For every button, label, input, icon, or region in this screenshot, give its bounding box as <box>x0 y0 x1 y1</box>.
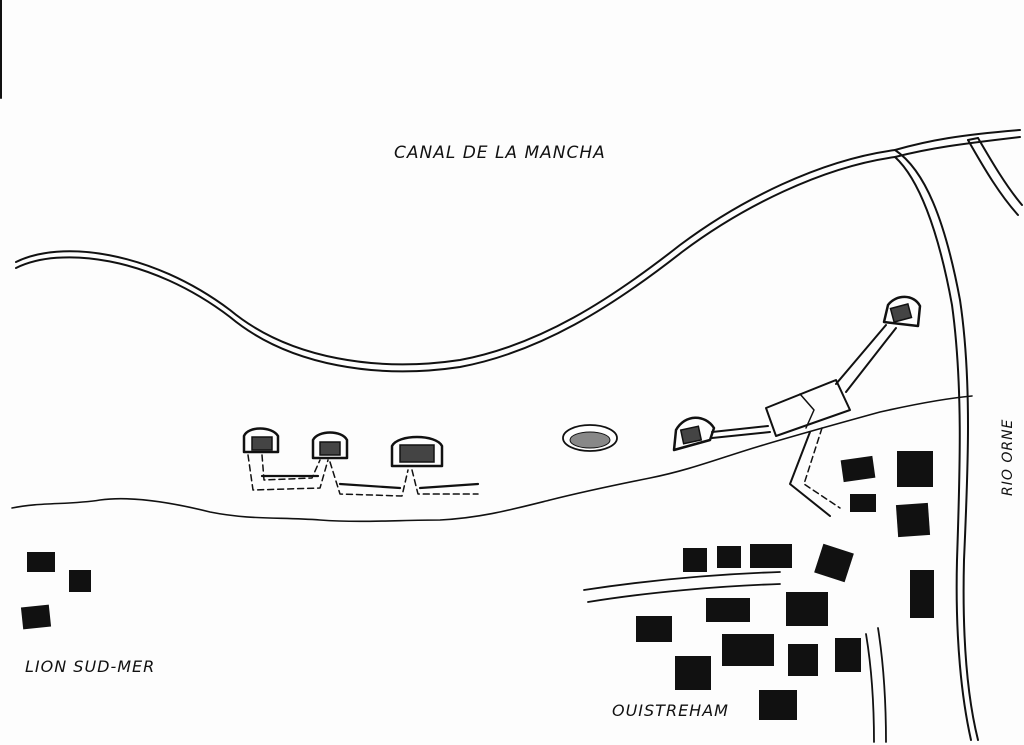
bunker-1 <box>242 427 280 454</box>
building <box>850 494 876 512</box>
command-post <box>765 379 851 437</box>
building <box>69 570 91 592</box>
label-sea: CANAL DE LA MANCHA <box>394 143 606 163</box>
building <box>675 656 711 690</box>
building <box>706 598 750 622</box>
label-river: RIO ORNE <box>1000 419 1016 496</box>
building <box>788 644 818 676</box>
building <box>897 451 933 487</box>
hatched-oval-position <box>562 424 618 452</box>
roads <box>583 571 887 743</box>
building <box>759 690 797 720</box>
buildings-ouistreham <box>636 451 934 720</box>
inlet <box>967 137 1023 216</box>
label-lion-sud-mer: LION SUD-MER <box>25 657 155 676</box>
coastline <box>15 149 896 373</box>
trench-network-west <box>247 454 480 497</box>
building <box>835 638 861 672</box>
bunker-3 <box>390 435 444 468</box>
label-ouistreham: OUISTREHAM <box>612 701 729 720</box>
building <box>27 552 55 572</box>
bunker-2 <box>311 431 349 460</box>
building <box>722 634 774 666</box>
buildings-lion-sud-mer <box>20 552 91 630</box>
bunker-5 <box>882 295 922 328</box>
building <box>840 455 876 483</box>
trench-network-east <box>711 324 897 517</box>
building <box>636 616 672 642</box>
building <box>895 502 931 538</box>
river-orne <box>894 129 1021 741</box>
bunker-4 <box>672 416 716 452</box>
building <box>20 604 52 630</box>
dune-line <box>11 395 973 523</box>
building <box>814 543 854 583</box>
building <box>750 544 792 568</box>
building <box>910 570 934 618</box>
building <box>786 592 828 626</box>
building <box>683 548 707 572</box>
building <box>717 546 741 568</box>
